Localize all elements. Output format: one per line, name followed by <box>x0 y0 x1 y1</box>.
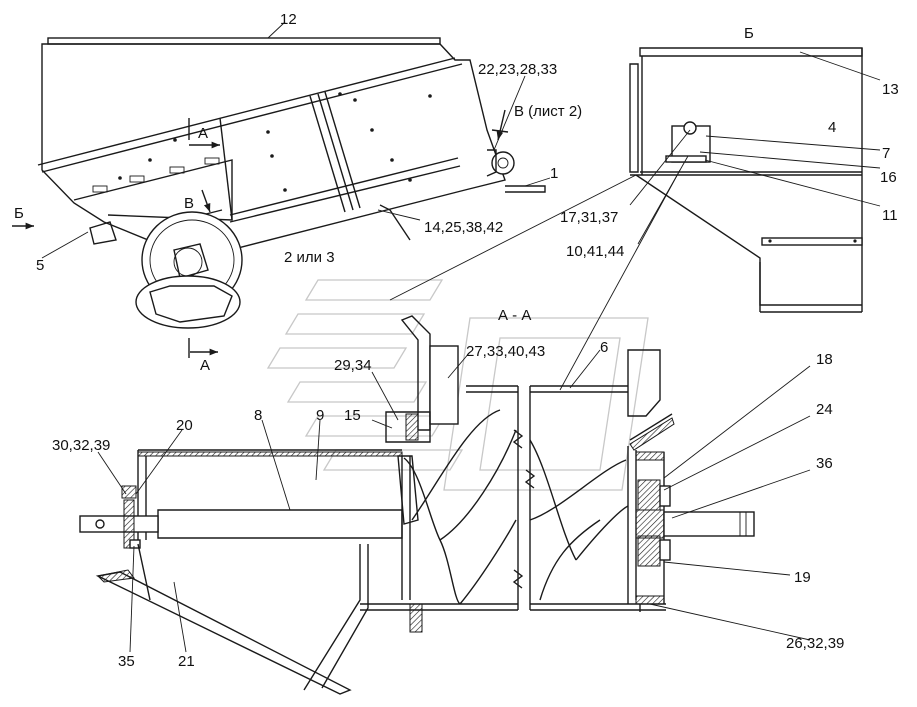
leader-lines-top <box>41 21 551 259</box>
label-7: 7 <box>882 145 890 162</box>
label-36: 36 <box>816 455 833 472</box>
label-1: 1 <box>550 165 558 182</box>
label-view-b-sheet2: В (лист 2) <box>514 103 582 120</box>
label-2-or-3: 2 или 3 <box>284 249 335 266</box>
rivet-dots <box>118 92 432 192</box>
label-view-b-title: Б <box>744 25 754 42</box>
label-18: 18 <box>816 351 833 368</box>
label-9: 9 <box>316 407 324 424</box>
label-4: 4 <box>828 119 836 136</box>
label-22-23-28-33: 22,23,28,33 <box>478 61 557 78</box>
label-30-32-39: 30,32,39 <box>52 437 110 454</box>
label-19: 19 <box>794 569 811 586</box>
section-aa <box>79 315 755 695</box>
watermark-logo <box>266 279 649 491</box>
label-24: 24 <box>816 401 833 418</box>
side-view-machine <box>12 37 546 358</box>
label-view-b-arrow: Б <box>14 205 24 222</box>
label-view-v: В <box>184 195 194 212</box>
label-section-a-top: А <box>198 125 208 142</box>
label-17-31-37: 17,31,37 <box>560 209 618 226</box>
label-13: 13 <box>882 81 899 98</box>
label-29-34: 29,34 <box>334 357 372 374</box>
callout-labels: 12 22,23,28,33 В (лист 2) 1 14,25,38,42 … <box>14 11 899 670</box>
label-6: 6 <box>600 339 608 356</box>
label-11: 11 <box>882 207 898 224</box>
label-5: 5 <box>36 257 44 274</box>
label-15: 15 <box>344 407 361 424</box>
label-16: 16 <box>880 169 897 186</box>
label-14-25-38-42: 14,25,38,42 <box>424 219 503 236</box>
label-27-33-40-43: 27,33,40,43 <box>466 343 545 360</box>
label-10-41-44: 10,41,44 <box>566 243 624 260</box>
label-21: 21 <box>178 653 195 670</box>
label-35: 35 <box>118 653 135 670</box>
label-26-32-39: 26,32,39 <box>786 635 844 652</box>
label-20: 20 <box>176 417 193 434</box>
label-8: 8 <box>254 407 262 424</box>
label-section-a-bottom: А <box>200 357 210 374</box>
view-b-detail <box>389 47 881 391</box>
label-12: 12 <box>280 11 297 28</box>
leader-lines-section <box>97 349 811 653</box>
label-section-aa: А - А <box>498 307 531 324</box>
